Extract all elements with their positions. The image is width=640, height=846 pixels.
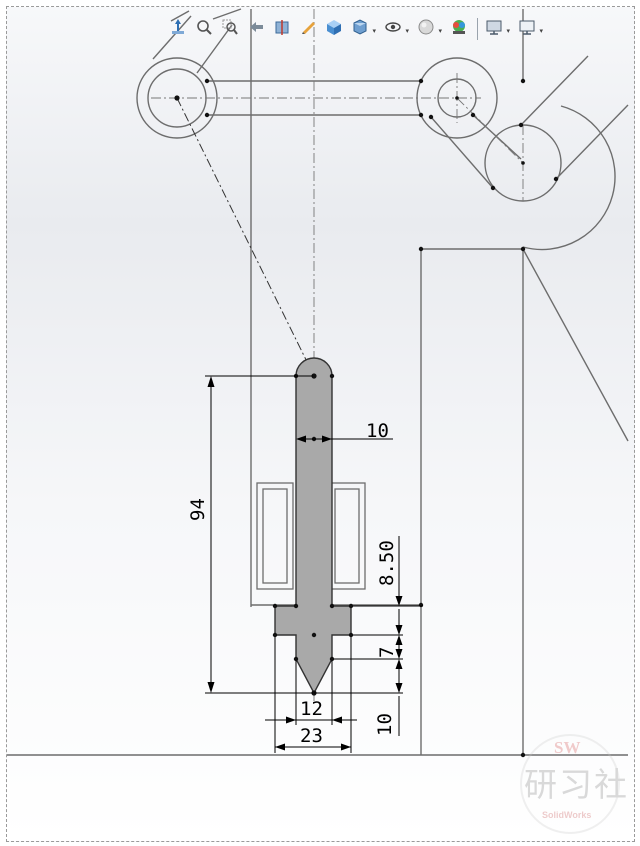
chevron-down-icon[interactable]: ▾ xyxy=(438,27,442,35)
zoom-to-area-icon xyxy=(221,18,239,40)
sketch-canvas[interactable]: 10 94 8.50 7 10 12 23 xyxy=(7,7,634,841)
chevron-down-icon[interactable]: ▾ xyxy=(405,27,409,35)
toolbar-separator xyxy=(477,18,478,40)
dimension-head-7[interactable]: 7 xyxy=(376,647,398,658)
view-orientation-button[interactable] xyxy=(167,18,189,40)
apply-scene-button[interactable] xyxy=(448,18,470,40)
construction-line-diagonal xyxy=(176,97,315,377)
dimension-inner-12[interactable]: 12 xyxy=(300,698,323,720)
chevron-down-icon[interactable]: ▾ xyxy=(372,27,376,35)
view-settings-button[interactable]: ▾ xyxy=(483,18,510,40)
graphics-area[interactable]: 10 94 8.50 7 10 12 23 ▾▾▾▾▾ SW 研习社 Solid… xyxy=(6,6,635,842)
view-cube-button[interactable] xyxy=(323,18,345,40)
dimension-tip-10[interactable]: 10 xyxy=(374,713,396,736)
heads-up-view-toolbar: ▾ ▾ ▾ ▾ ▾ xyxy=(167,15,549,43)
edit-appearance-button[interactable]: ▾ xyxy=(415,18,442,40)
view-settings-icon xyxy=(485,18,503,40)
monitor-icon xyxy=(518,18,536,40)
hide-show-items-button[interactable]: ▾ xyxy=(382,18,409,40)
view-orientation-icon xyxy=(169,18,187,40)
display-style-icon xyxy=(351,18,369,40)
section-view-button[interactable] xyxy=(271,18,293,40)
zoom-to-area-button[interactable] xyxy=(219,18,241,40)
centerlines xyxy=(151,9,524,701)
dimension-arrows xyxy=(207,376,403,751)
dimension-offset-8-50[interactable]: 8.50 xyxy=(376,540,398,586)
edit-appearance-icon xyxy=(417,18,435,40)
previous-view-icon xyxy=(247,18,265,40)
dimension-length-94[interactable]: 94 xyxy=(187,498,209,521)
dynamic-annotation-icon xyxy=(299,18,317,40)
dimension-outer-23[interactable]: 23 xyxy=(300,725,323,747)
monitor-button[interactable]: ▾ xyxy=(516,18,543,40)
view-cube-icon xyxy=(325,18,343,40)
display-style-button[interactable]: ▾ xyxy=(349,18,376,40)
zoom-to-fit-icon xyxy=(195,18,213,40)
hide-show-items-icon xyxy=(384,18,402,40)
sketch-points xyxy=(174,78,559,758)
previous-view-button[interactable] xyxy=(245,18,267,40)
chevron-down-icon[interactable]: ▾ xyxy=(539,27,543,35)
apply-scene-icon xyxy=(450,18,468,40)
section-view-icon xyxy=(273,18,291,40)
dynamic-annotation-button[interactable] xyxy=(297,18,319,40)
dimension-width-10[interactable]: 10 xyxy=(366,420,389,442)
chevron-down-icon[interactable]: ▾ xyxy=(506,27,510,35)
zoom-to-fit-button[interactable] xyxy=(193,18,215,40)
